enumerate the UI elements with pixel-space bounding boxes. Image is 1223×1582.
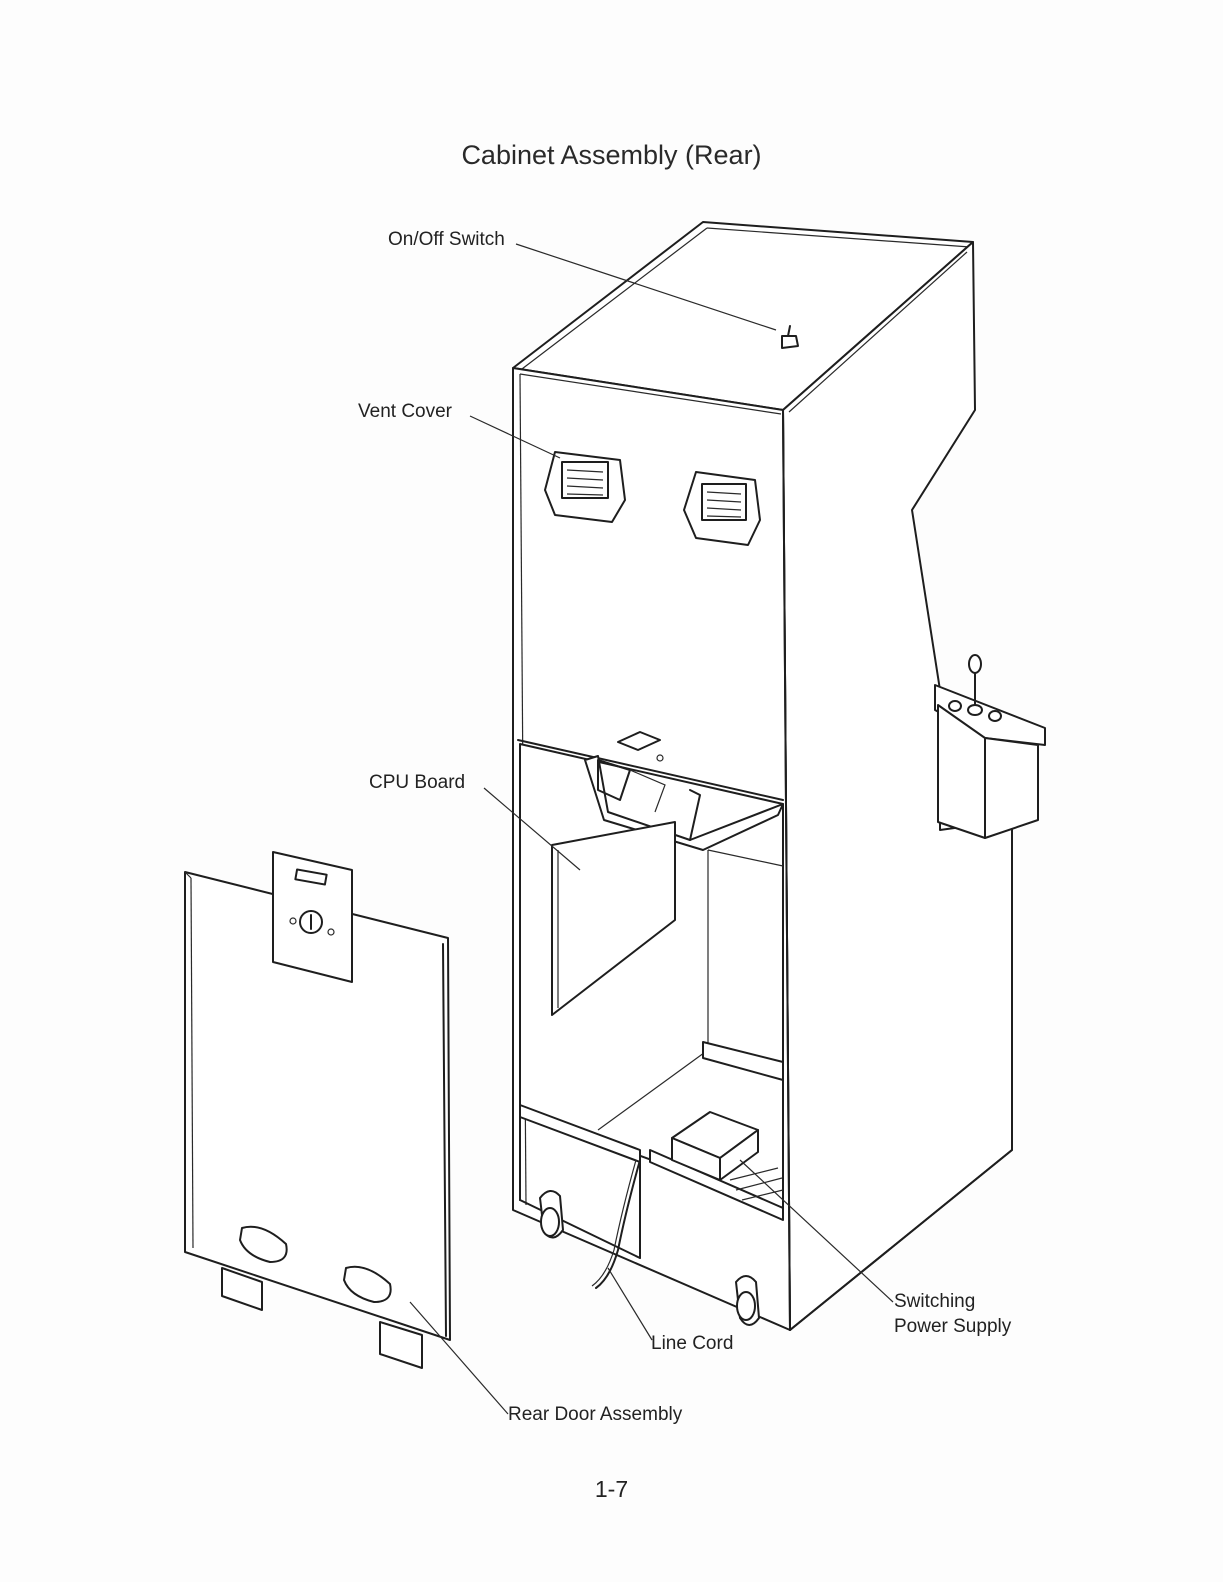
rear-door-assembly (185, 852, 450, 1368)
control-panel (935, 655, 1045, 838)
button-1 (949, 701, 961, 711)
label-vent-cover: Vent Cover (358, 400, 452, 424)
page-number: 1-7 (0, 1476, 1223, 1503)
vent-cover-left (545, 452, 625, 522)
label-switching-power-supply-1: Switching (894, 1290, 975, 1314)
label-switching-power-supply-2: Power Supply (894, 1315, 1011, 1339)
button-2 (989, 711, 1001, 721)
label-line-cord: Line Cord (651, 1332, 733, 1356)
label-cpu-board: CPU Board (369, 771, 465, 795)
vent-cover-right (684, 472, 760, 545)
joystick-knob (969, 655, 981, 673)
caster-right (736, 1276, 759, 1325)
caster-left (540, 1191, 563, 1238)
label-on-off-switch: On/Off Switch (388, 228, 505, 252)
label-rear-door-assembly: Rear Door Assembly (508, 1403, 682, 1427)
